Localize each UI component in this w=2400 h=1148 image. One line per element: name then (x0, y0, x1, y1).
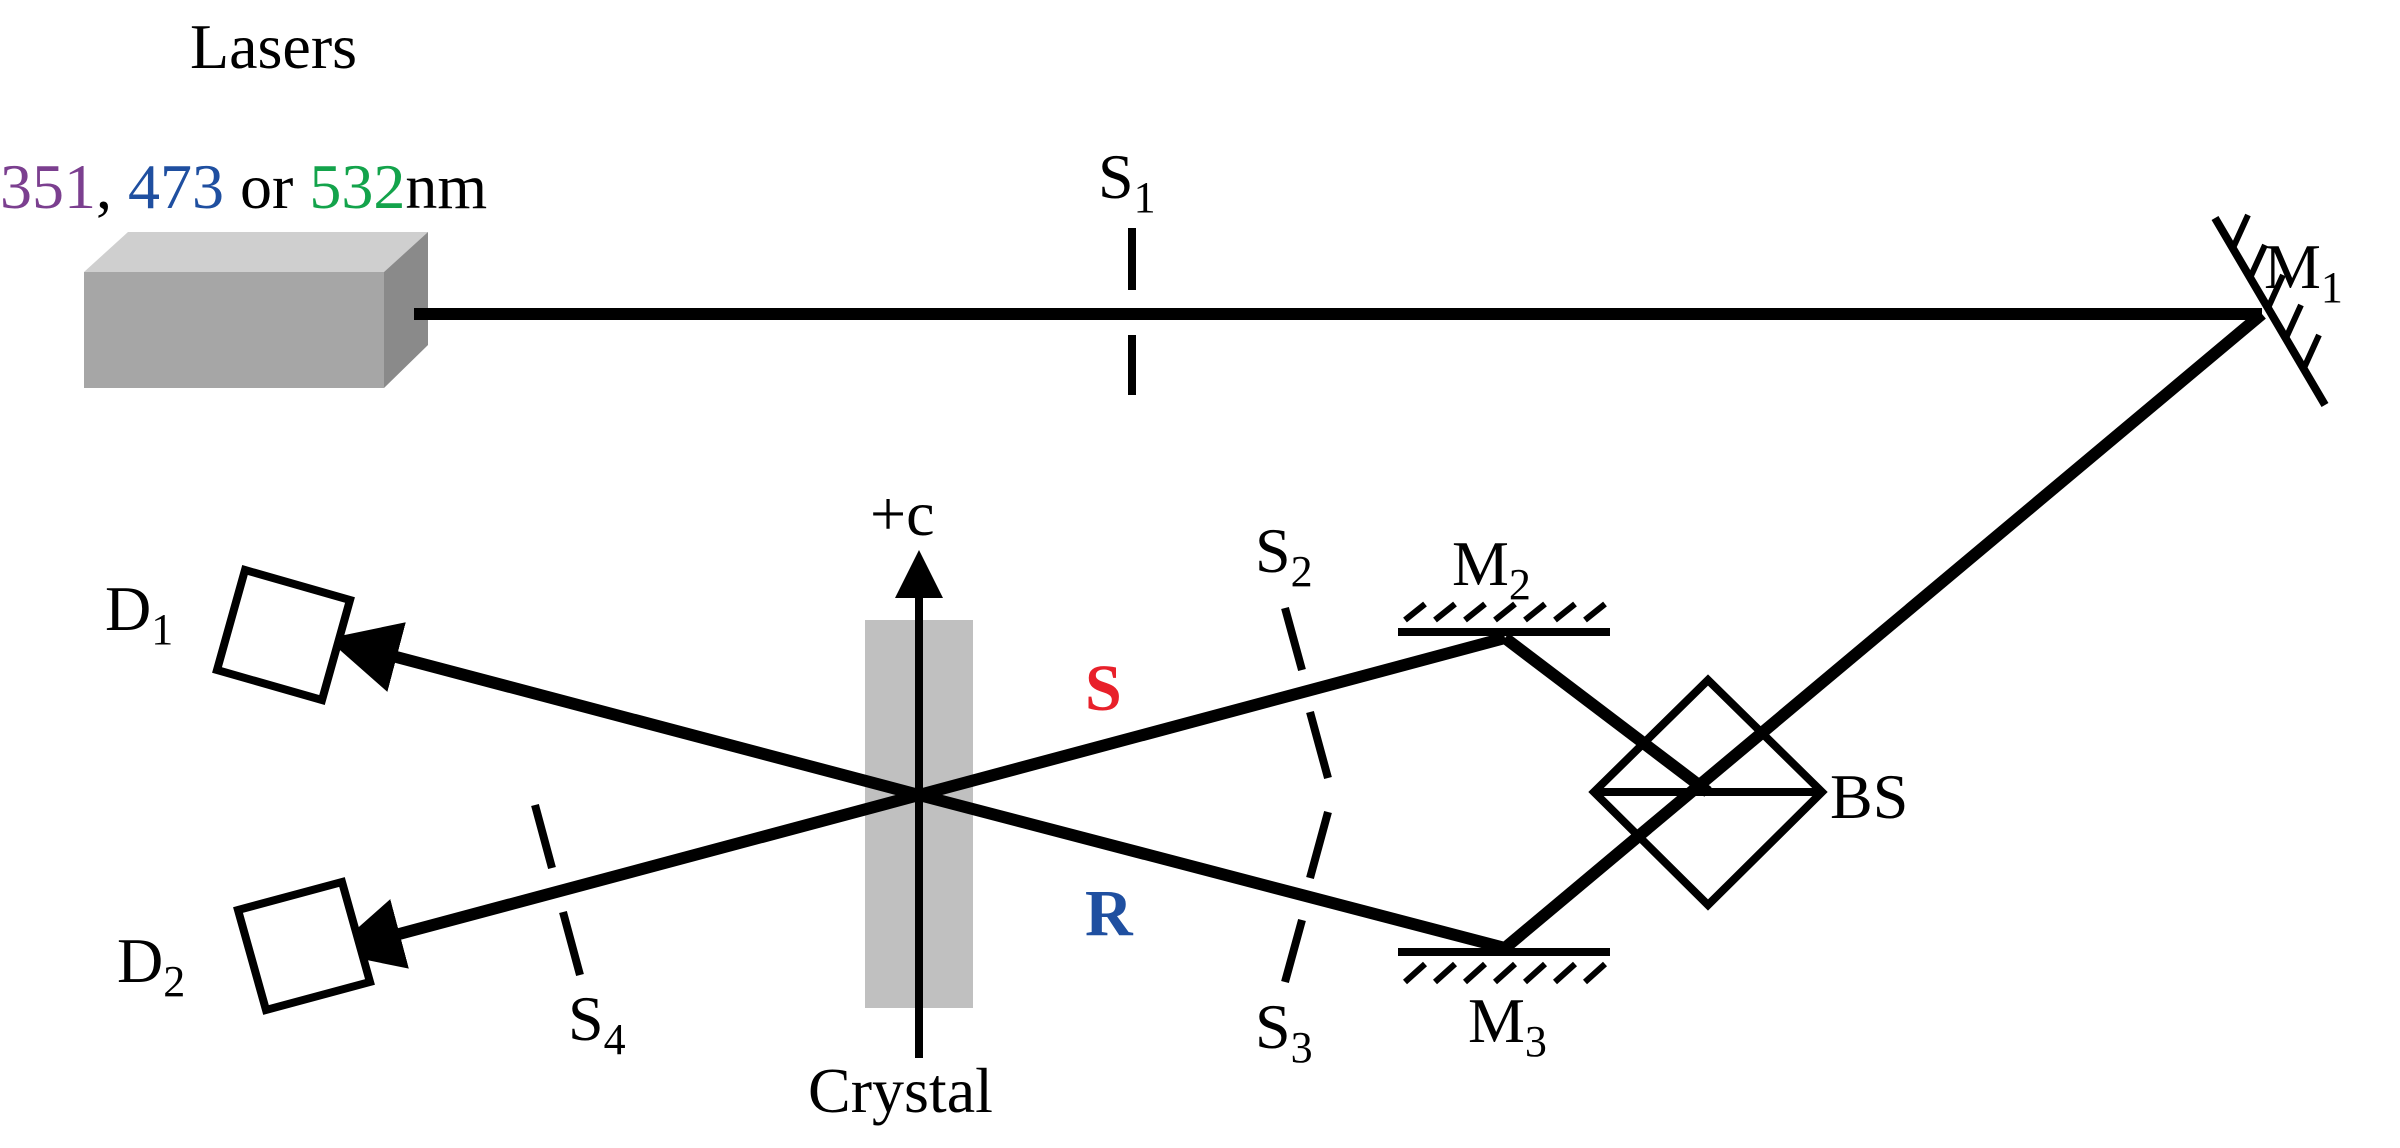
s4-label: S4 (568, 983, 626, 1064)
m1-label: M1 (2264, 231, 2343, 312)
slit-s3 (1281, 810, 1332, 984)
wavelength-sep-1: , (96, 151, 128, 222)
slit-s2 (1281, 606, 1332, 780)
detector-d1 (212, 565, 355, 705)
wavelength-351: 351 (0, 151, 96, 222)
signal-beam-in (917, 632, 1507, 801)
m2-label: M2 (1452, 528, 1531, 609)
wavelength-unit: nm (405, 151, 487, 222)
beam-m1-to-m3 (1501, 309, 2266, 953)
slit-s4 (531, 803, 584, 977)
reference-beam-out (326, 622, 921, 801)
s2-label: S2 (1255, 515, 1313, 596)
beam-bs-to-m2 (1501, 633, 1712, 797)
mirror-m2 (1398, 601, 1610, 636)
wavelength-sep-2: or (224, 151, 309, 222)
s1-label: S1 (1098, 141, 1156, 222)
wavelength-473: 473 (128, 151, 224, 222)
lasers-label: Lasers (190, 11, 357, 82)
d1-label: D1 (105, 573, 173, 654)
bs-label: BS (1830, 761, 1908, 832)
signal-beam-label: S (1085, 652, 1122, 725)
detector-d2 (233, 877, 375, 1015)
laser-box (84, 232, 428, 388)
m3-label: M3 (1468, 985, 1547, 1066)
reference-beam-in (917, 789, 1507, 954)
c-axis-label: +c (870, 478, 935, 549)
wavelength-532: 532 (309, 151, 405, 222)
mirror-m3 (1398, 948, 1610, 985)
reference-beam-label: R (1085, 877, 1134, 950)
s3-label: S3 (1255, 991, 1313, 1072)
wavelength-line: 351, 473 or 532nm (0, 151, 487, 222)
mirror-m1 (2211, 213, 2329, 408)
crystal-label: Crystal (808, 1055, 993, 1126)
d2-label: D2 (117, 925, 185, 1006)
signal-beam-out (330, 789, 921, 969)
